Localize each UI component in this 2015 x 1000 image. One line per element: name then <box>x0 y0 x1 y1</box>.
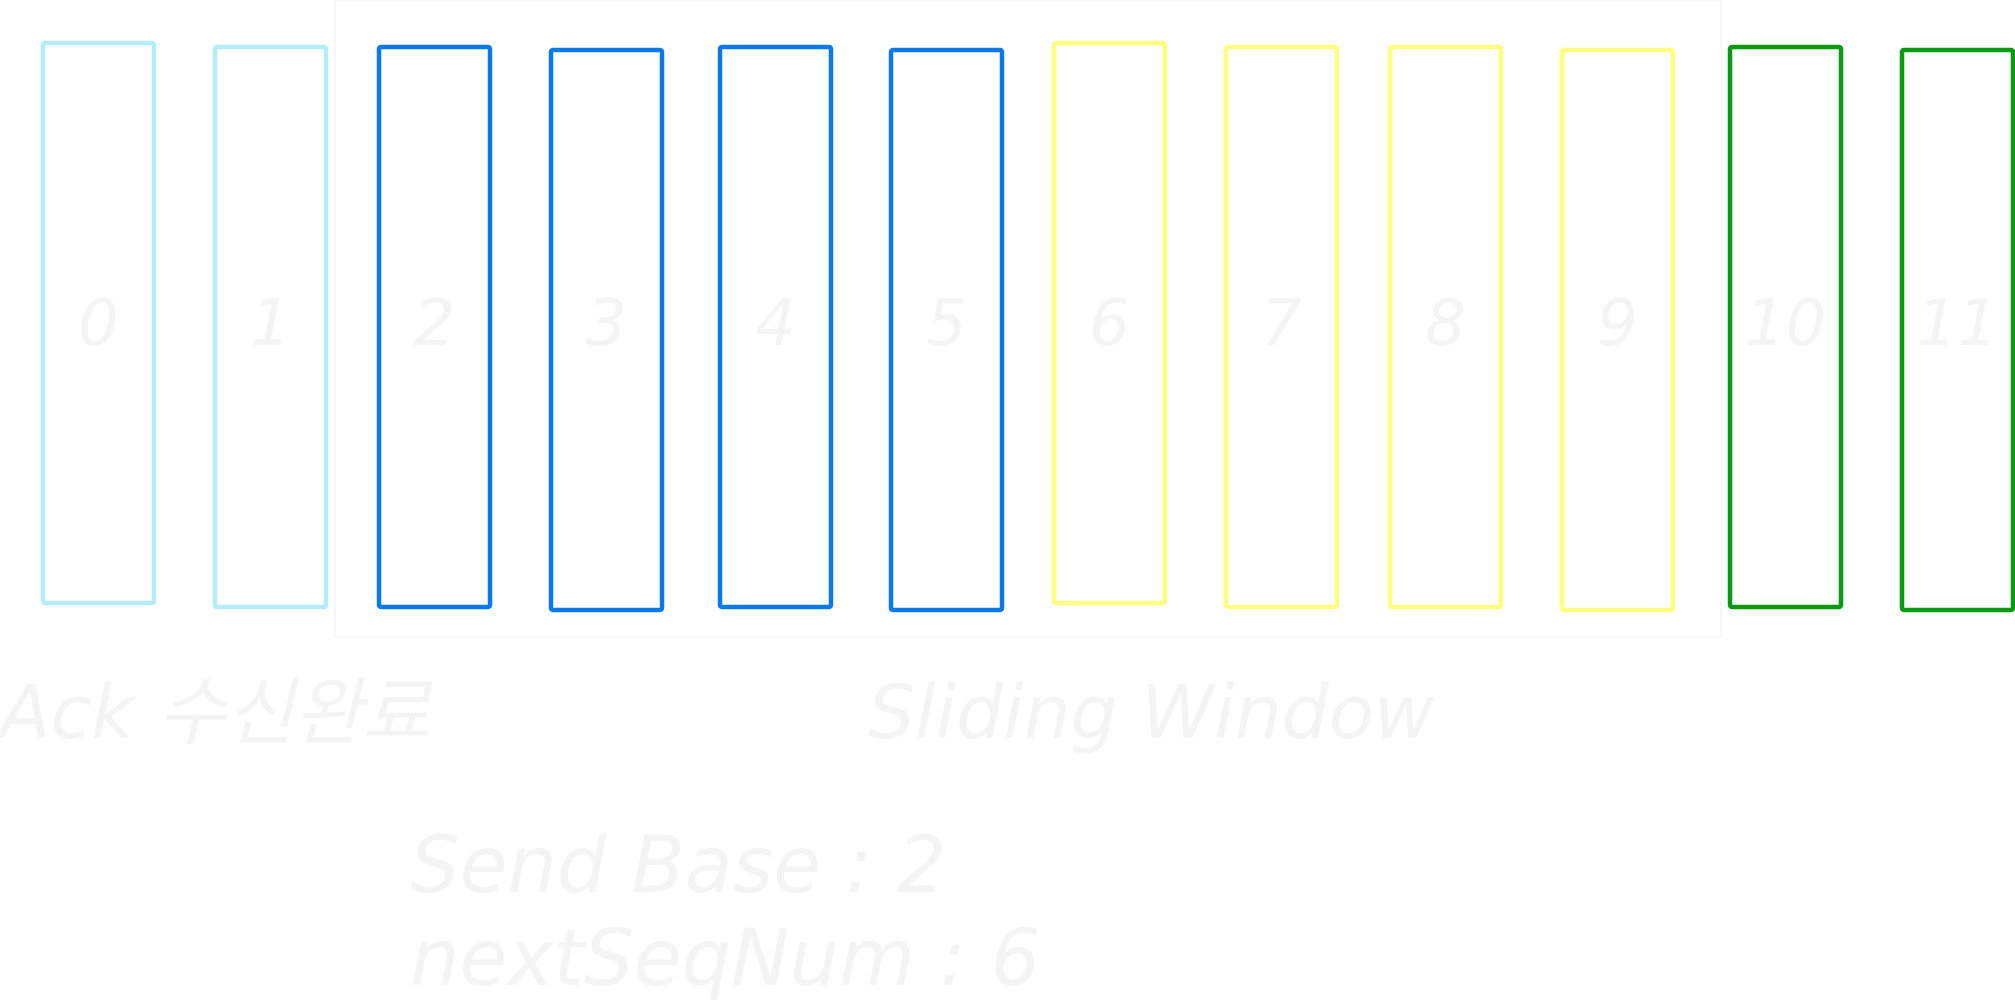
packet-box <box>40 40 157 606</box>
packet-1: 1 <box>212 44 329 610</box>
packet-box <box>1899 47 2015 613</box>
packet-number: 0 <box>78 287 119 361</box>
send-base-label: Send Base : 2 <box>410 821 947 911</box>
packet-11: 11 <box>1899 47 2015 613</box>
packet-box <box>212 44 329 610</box>
packet-box <box>1559 47 1676 613</box>
packet-box <box>717 44 834 610</box>
packet-10: 10 <box>1727 44 1844 610</box>
packet-number: 5 <box>926 287 967 361</box>
packet-box <box>1727 44 1844 610</box>
packet-number: 2 <box>414 287 455 361</box>
packet-7: 7 <box>1223 44 1340 610</box>
packet-number: 1 <box>250 287 291 361</box>
packet-number: 3 <box>586 287 627 361</box>
packet-box <box>376 44 493 610</box>
packet-number: 6 <box>1089 287 1130 361</box>
packet-4: 4 <box>717 44 834 610</box>
packet-number: 10 <box>1745 287 1826 361</box>
sliding-window-frame <box>334 0 1722 638</box>
sliding-window-label: Sliding Window <box>868 670 1435 756</box>
packet-6: 6 <box>1051 40 1168 606</box>
packet-number: 4 <box>755 287 796 361</box>
packet-0: 0 <box>40 40 157 606</box>
packet-box <box>1387 44 1504 610</box>
next-seq-num-label: nextSeqNum : 6 <box>410 914 1040 1000</box>
packet-box <box>1051 40 1168 606</box>
packet-2: 2 <box>376 44 493 610</box>
packet-3: 3 <box>548 47 665 613</box>
packet-box <box>548 47 665 613</box>
packet-box <box>1223 44 1340 610</box>
packet-5: 5 <box>888 47 1005 613</box>
packet-number: 9 <box>1597 287 1638 361</box>
packet-box <box>888 47 1005 613</box>
ack-received-label: Ack 수신완료 <box>0 670 433 756</box>
packet-number: 7 <box>1261 287 1302 361</box>
packet-8: 8 <box>1387 44 1504 610</box>
packet-number: 11 <box>1917 287 1998 361</box>
packet-number: 8 <box>1425 287 1466 361</box>
packet-boxes: 0 1 2 3 4 5 6 7 8 9 10 11 <box>40 40 2015 613</box>
packet-9: 9 <box>1559 47 1676 613</box>
